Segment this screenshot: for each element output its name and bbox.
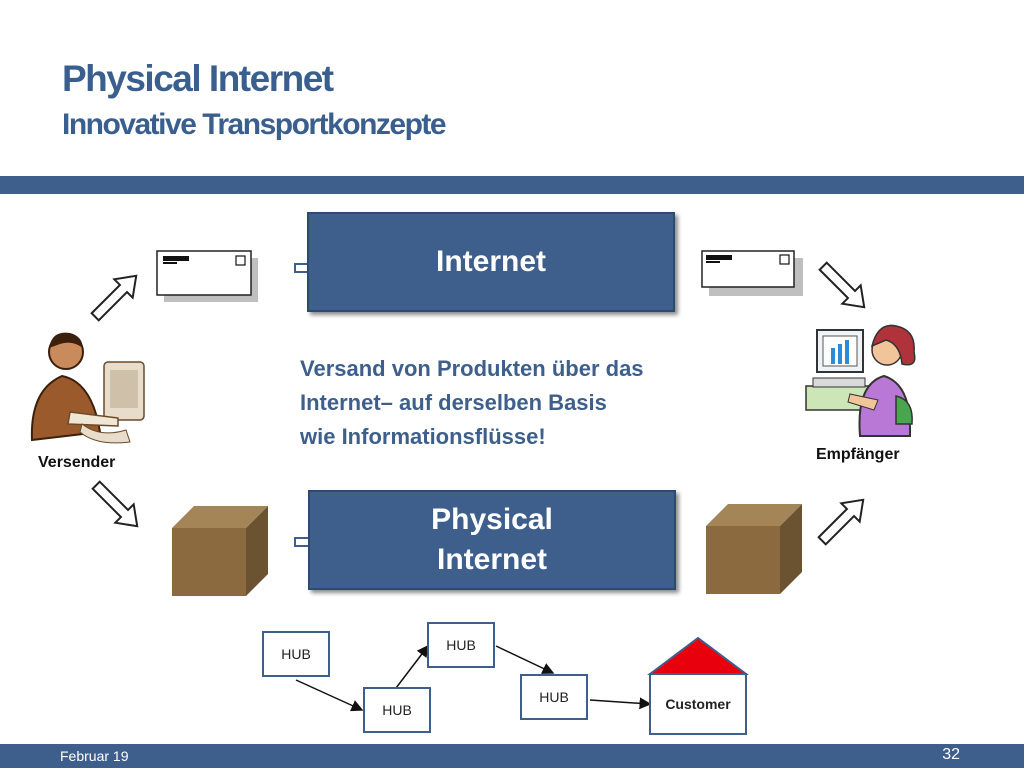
customer-house-icon [647,636,749,735]
arrow-up-right-icon [817,498,865,546]
description-line: wie Informationsflüsse! [300,424,546,449]
internet-box: Internet [307,212,675,312]
footer-date: Februar 19 [60,748,129,764]
slide-subtitle: Innovative Transportkonzepte [62,108,447,141]
hub-node: HUB [262,631,330,677]
physical-internet-label-line2: Internet [436,543,547,576]
arrow-down-right-icon [818,261,866,309]
slide-title: Physical Internet [62,58,334,99]
internet-box-label: Internet [435,245,546,278]
receiver-label: Empfänger [816,446,900,463]
sender-label: Versender [38,454,116,471]
envelope-icon-right [701,250,803,296]
description-text: Versand von Produkten über das Internet–… [300,352,720,454]
package-box-icon-right [706,504,802,594]
envelope-icon-left [156,250,258,302]
footer-bar: Februar 19 32 [0,744,1024,768]
receiver-person-icon [805,324,916,437]
arrow-down-right-icon [91,480,139,528]
description-line: Versand von Produkten über das [300,356,644,381]
hub-node: HUB [520,674,588,720]
physical-internet-box: Physical Internet [308,490,676,590]
header-band [0,176,1024,194]
sender-person-icon [30,332,145,444]
arrow-up-right-icon [90,274,138,322]
description-line: Internet– auf derselben Basis [300,390,607,415]
page-number: 32 [942,746,960,763]
physical-internet-box-label: Physical Internet [392,500,592,580]
hub-node: HUB [427,622,495,668]
physical-internet-label-line1: Physical [431,503,553,536]
package-box-icon-left [172,506,268,596]
customer-label: Customer [665,696,731,712]
hub-node: HUB [363,687,431,733]
